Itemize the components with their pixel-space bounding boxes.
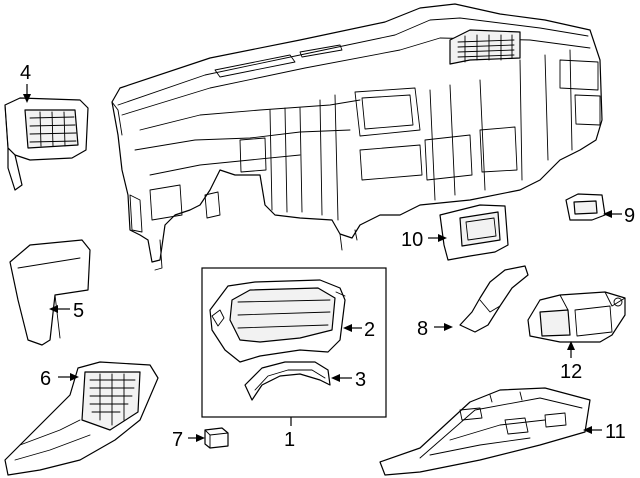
callout-11: 11 xyxy=(605,421,626,443)
callout-9: 9 xyxy=(624,205,635,227)
callout-12: 12 xyxy=(560,361,582,383)
dashboard-frame xyxy=(111,3,603,271)
part-7-switch xyxy=(204,427,229,449)
callout-8: 8 xyxy=(417,318,428,340)
part-9-bezel xyxy=(565,193,606,221)
part-6-vent-bezel xyxy=(4,361,159,476)
callout-1: 1 xyxy=(284,429,295,451)
callout-6: 6 xyxy=(40,368,51,390)
callout-5: 5 xyxy=(73,300,84,322)
part-2-instrument-cluster xyxy=(209,279,346,363)
callout-7: 7 xyxy=(172,429,183,451)
cluster-assembly-box xyxy=(201,267,387,418)
callout-10: 10 xyxy=(401,229,423,251)
callout-4: 4 xyxy=(20,62,31,84)
part-10-display-housing xyxy=(439,204,509,261)
part-11-lower-panel xyxy=(379,387,591,476)
part-8-bracket xyxy=(459,265,529,333)
callout-labels: 1 2 3 4 5 6 7 8 9 10 11 12 xyxy=(20,62,635,451)
callout-3: 3 xyxy=(355,369,366,391)
part-4-side-vent xyxy=(4,97,89,191)
part-3-cluster-ring xyxy=(244,361,331,401)
part-5-trim-panel xyxy=(9,239,91,346)
part-12-module xyxy=(527,291,626,343)
callout-2: 2 xyxy=(364,319,375,341)
leader-lines xyxy=(23,84,622,442)
